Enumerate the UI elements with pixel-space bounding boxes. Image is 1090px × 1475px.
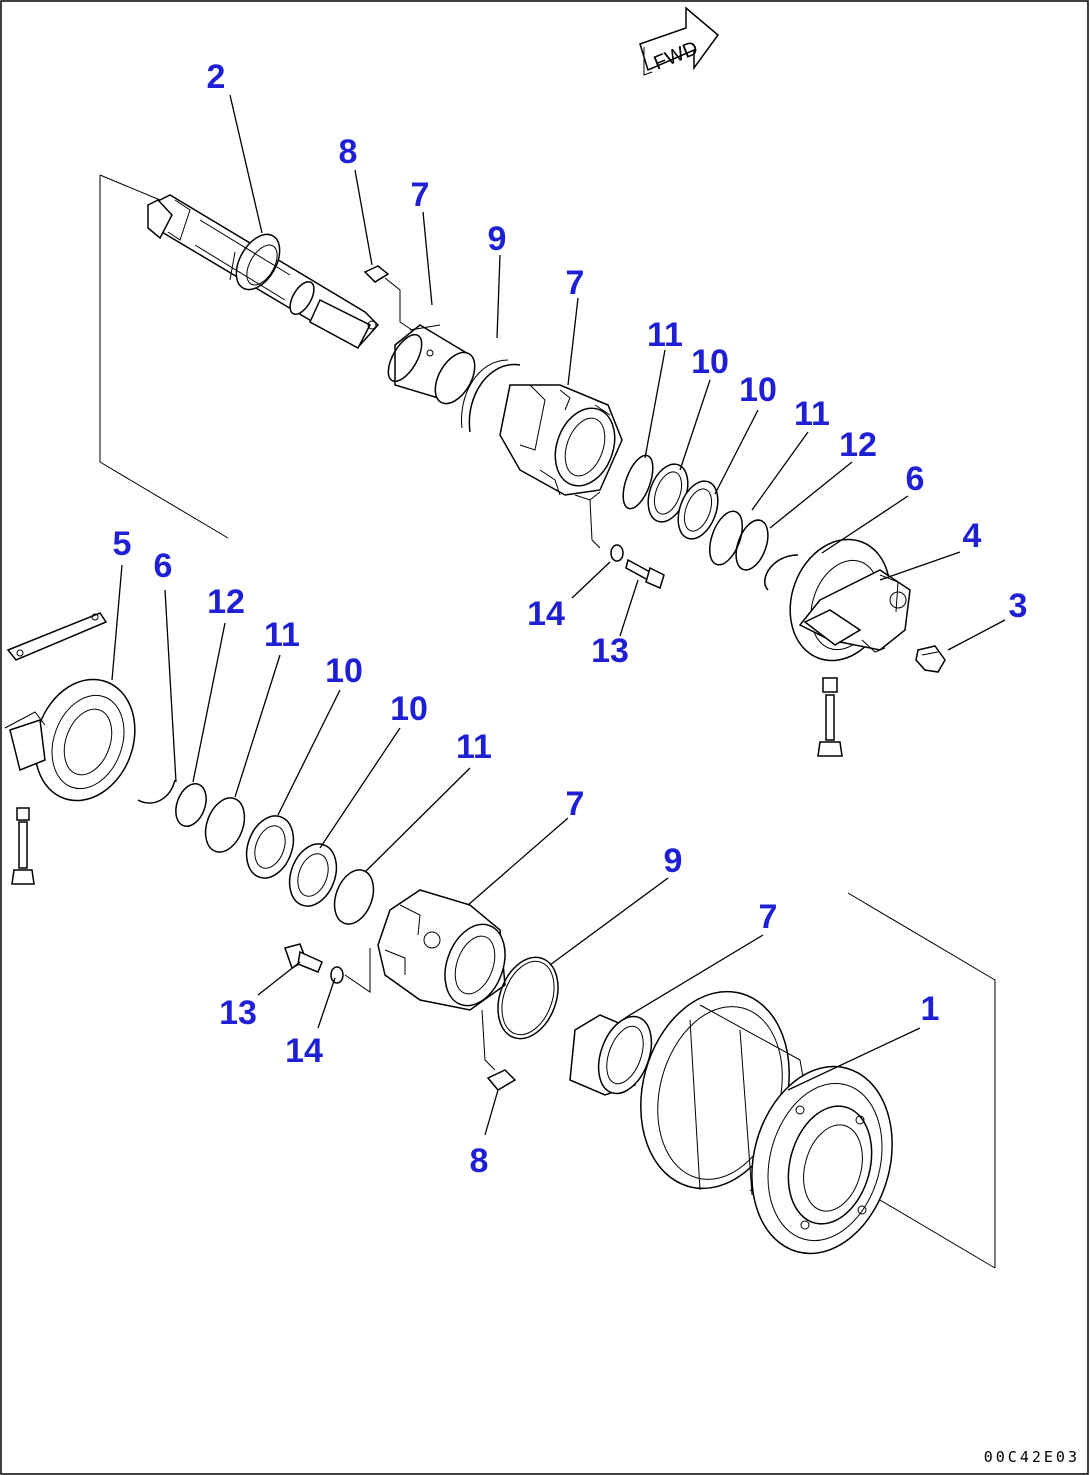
callout-10-bottom-b: 10 xyxy=(390,690,428,728)
collar-lower-part xyxy=(4,612,136,802)
bolt-13-bottom-part xyxy=(284,943,323,973)
collar-bottom-part xyxy=(344,889,506,1071)
roller-wheel-part xyxy=(640,990,893,1255)
callout-8-bottom: 8 xyxy=(470,1142,489,1180)
callout-2-top: 2 xyxy=(207,58,226,96)
collar-top-part xyxy=(499,384,623,549)
callout-7-bottom-a: 7 xyxy=(566,785,585,823)
washer-14-top-part xyxy=(610,544,624,562)
bolt-upper-right-part xyxy=(817,677,843,757)
seal-group-bottom xyxy=(137,779,375,925)
callout-9-top: 9 xyxy=(488,220,507,258)
snap-ring-6-bottom xyxy=(137,779,176,804)
callout-5: 5 xyxy=(113,525,132,563)
collar-end-part xyxy=(789,538,911,662)
callout-1: 1 xyxy=(921,990,940,1028)
o-ring-12-bottom xyxy=(175,783,207,827)
callout-labels: 2 8 7 9 7 11 10 10 11 12 6 4 3 14 13 5 6… xyxy=(113,58,1028,1180)
callout-9-bottom: 9 xyxy=(664,842,683,880)
callout-7-top-b: 7 xyxy=(566,264,585,302)
plug-part xyxy=(915,645,946,673)
callout-7-bottom-b: 7 xyxy=(759,898,778,936)
callout-7-top-a: 7 xyxy=(411,176,430,214)
callout-8-top: 8 xyxy=(339,133,358,171)
oring-top-part xyxy=(460,359,521,433)
pin-bottom-part xyxy=(486,1069,517,1091)
callout-14-bottom: 14 xyxy=(285,1032,323,1070)
callout-10-top-a: 10 xyxy=(691,343,729,381)
o-ring-11-bottom-b xyxy=(333,869,375,925)
o-ring-11-bottom-a xyxy=(204,797,246,853)
pin-top-part xyxy=(363,265,413,331)
callout-12-top: 12 xyxy=(839,426,877,464)
lower-axis-frame xyxy=(847,892,996,1269)
callout-12-bottom: 12 xyxy=(207,583,245,621)
callout-11-top-b: 11 xyxy=(794,395,830,433)
floating-seal-10-bottom-a xyxy=(245,815,295,879)
floating-seal-10-top-b xyxy=(677,480,719,540)
fwd-arrow-icon: FWD xyxy=(639,6,720,76)
callout-13-top: 13 xyxy=(591,632,629,670)
snap-ring-11-top-a xyxy=(622,454,654,510)
callout-11-bottom-b: 11 xyxy=(456,728,492,766)
upper-axis-frame xyxy=(99,174,229,539)
callout-10-top-b: 10 xyxy=(739,371,777,409)
washer-14-bottom-part xyxy=(330,966,344,984)
callout-14-top: 14 xyxy=(527,595,565,633)
o-ring-11-top-b xyxy=(708,510,744,566)
shaft-part xyxy=(147,194,380,350)
drawing-code: 00C42E03 xyxy=(984,1448,1080,1466)
o-ring-12-top xyxy=(735,519,769,571)
floating-seal-10-bottom-b xyxy=(288,843,338,907)
callout-3: 3 xyxy=(1009,587,1028,625)
callout-6-top: 6 xyxy=(906,460,925,498)
callout-4: 4 xyxy=(963,517,982,555)
leader-lines xyxy=(111,94,1006,1136)
seal-group-top xyxy=(622,454,799,591)
bolt-lower-left-part xyxy=(11,807,35,885)
callout-11-bottom-a: 11 xyxy=(264,616,300,654)
oring-bottom-part xyxy=(497,956,559,1040)
callout-6-bottom: 6 xyxy=(154,547,173,585)
snap-ring-6-top xyxy=(764,554,799,591)
callout-13-bottom: 13 xyxy=(219,994,257,1032)
bushing-top-a-part xyxy=(387,324,476,405)
callout-10-bottom-a: 10 xyxy=(325,652,363,690)
callout-11-top-a: 11 xyxy=(647,316,683,354)
bolt-13-top-part xyxy=(625,558,665,590)
